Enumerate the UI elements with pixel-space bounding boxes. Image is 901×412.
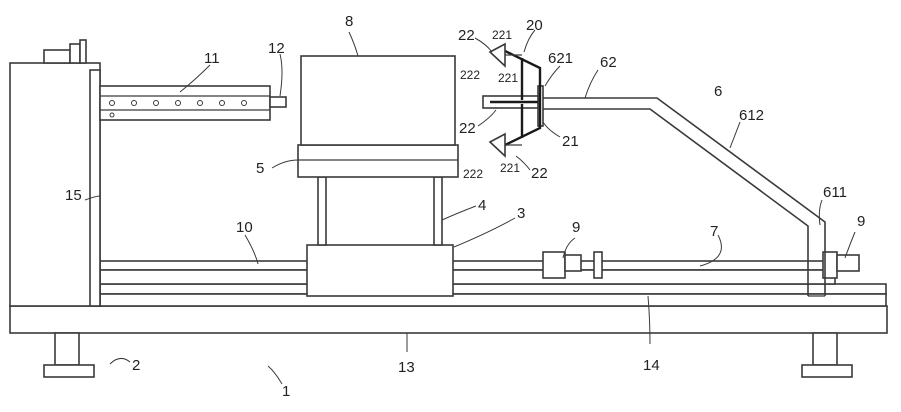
label-22-bottom: 22 — [531, 165, 548, 182]
label-12: 12 — [268, 40, 285, 57]
label-8: 8 — [345, 13, 353, 30]
stop-block-middle — [542, 251, 603, 279]
lower-rail — [99, 283, 887, 295]
gripper-head-top — [488, 42, 522, 68]
support-post-left — [317, 176, 327, 246]
label-11: 11 — [204, 50, 220, 67]
housing-box — [300, 55, 456, 146]
guide-rail-lower — [99, 269, 836, 285]
label-612: 612 — [739, 107, 764, 124]
column-side-strip — [89, 69, 101, 307]
label-1: 1 — [282, 383, 290, 400]
label-22-middle: 22 — [459, 120, 476, 137]
label-611: 611 — [823, 184, 847, 201]
support-post-right — [433, 176, 443, 246]
stop-block-right — [822, 251, 860, 279]
label-6: 6 — [714, 83, 722, 100]
label-13: 13 — [398, 359, 415, 376]
label-9-right: 9 — [857, 213, 865, 230]
label-15: 15 — [65, 187, 82, 204]
piston-rod — [269, 96, 287, 108]
lower-rail-base — [99, 293, 887, 307]
label-222-top: 222 — [460, 68, 480, 82]
cylinder-holes — [109, 100, 247, 118]
label-21: 21 — [562, 133, 579, 150]
gripper-head-bottom — [488, 132, 522, 158]
gripper-frame — [502, 48, 542, 148]
label-221-top: 221 — [492, 28, 512, 42]
label-9-middle: 9 — [572, 219, 580, 236]
bent-arm — [540, 97, 826, 297]
label-222-bottom: 222 — [463, 167, 483, 181]
left-column — [9, 62, 101, 307]
support-plate — [297, 144, 459, 178]
label-621: 621 — [548, 50, 573, 67]
label-14: 14 — [643, 357, 660, 374]
label-4: 4 — [478, 197, 486, 214]
slide-block — [306, 244, 454, 297]
right-foot — [801, 332, 853, 378]
base-plate — [9, 305, 888, 334]
label-20: 20 — [526, 17, 543, 34]
label-2: 2 — [132, 357, 140, 374]
label-3: 3 — [517, 205, 525, 222]
label-221-middle: 221 — [498, 71, 518, 85]
guide-rail — [99, 260, 836, 271]
top-motor — [43, 39, 87, 64]
leader-lines — [84, 29, 856, 385]
label-10: 10 — [236, 219, 253, 236]
left-foot — [43, 332, 95, 378]
label-62: 62 — [600, 54, 617, 71]
label-221-bottom: 221 — [500, 161, 520, 175]
label-7: 7 — [710, 223, 718, 240]
label-5: 5 — [256, 160, 264, 177]
label-22-top: 22 — [458, 27, 475, 44]
